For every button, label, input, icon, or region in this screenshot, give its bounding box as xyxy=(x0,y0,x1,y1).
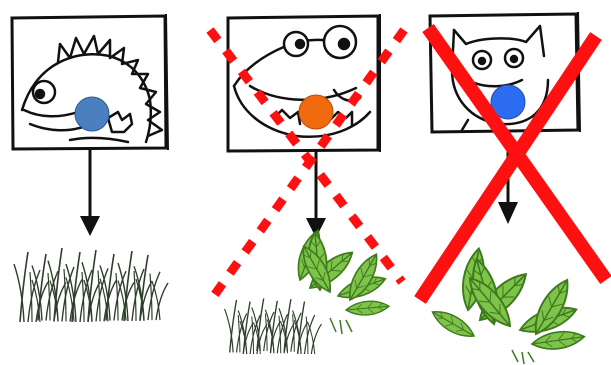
panel-2 xyxy=(208,14,404,356)
leaf-bunch-icon xyxy=(429,247,586,364)
panel-3 xyxy=(420,12,606,364)
colored-dot-icon xyxy=(75,97,109,131)
grass-clump-icon xyxy=(222,298,322,356)
panel-1 xyxy=(12,14,168,322)
down-arrow-icon xyxy=(80,148,100,236)
colored-dot-icon xyxy=(299,95,333,129)
grass-clump-icon xyxy=(14,248,168,322)
